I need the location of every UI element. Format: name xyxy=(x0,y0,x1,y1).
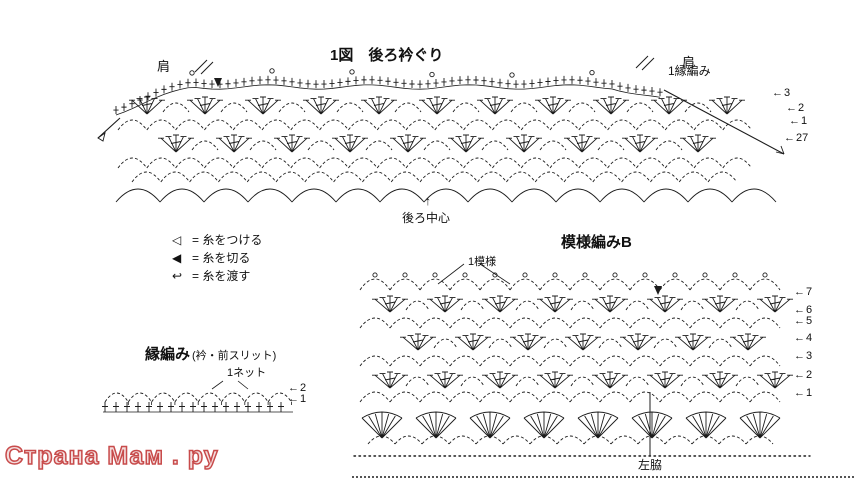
row-number-value: 1 xyxy=(801,115,808,127)
left-arrow-icon: ← xyxy=(794,332,805,344)
center-back-label: 後ろ中心 xyxy=(402,211,451,225)
row-number-value: 7 xyxy=(806,286,813,298)
edging-row-1: ←1 xyxy=(288,393,306,405)
pattern-b-chart xyxy=(353,263,811,457)
pattern-b-row-1: ←1 xyxy=(794,387,812,399)
edging-row-2: ←2 xyxy=(288,382,306,394)
pattern-b-row-3: ←3 xyxy=(794,350,812,362)
left-arrow-icon: ← xyxy=(794,286,805,298)
left-arrow-icon: ← xyxy=(772,87,783,99)
legend-item: ↩ = 糸を渡す xyxy=(172,267,262,285)
left-arrow-icon: ← xyxy=(789,115,800,127)
attach-yarn-icon: ◁ xyxy=(172,233,182,247)
figure1-row-3: ←3 xyxy=(772,87,790,99)
shoulder-right-label: 肩 xyxy=(682,55,696,70)
legend: ◁ = 糸をつける ◀ = 糸を切る ↩ = 糸を渡す xyxy=(172,231,262,285)
left-arrow-icon: ← xyxy=(794,315,805,327)
left-arrow-icon: ← xyxy=(794,304,805,316)
left-arrow-icon: ← xyxy=(786,102,797,114)
pattern-b-row-6: ←6 xyxy=(794,304,812,316)
left-arrow-icon: ← xyxy=(288,393,299,405)
legend-item: ◀ = 糸を切る xyxy=(172,249,262,267)
figure1-row-27: ←27 xyxy=(784,132,808,144)
edging-net-label: 1ネット xyxy=(227,367,267,379)
bottom-dotted-line xyxy=(352,476,854,478)
legend-label: = 糸を切る xyxy=(192,251,251,265)
row-number-value: 1 xyxy=(300,393,307,405)
edging-chart xyxy=(102,380,293,413)
edging-title: 縁編み xyxy=(145,346,191,363)
legend-label: = 糸をつける xyxy=(192,233,263,247)
pattern-b-title: 模様編みB xyxy=(561,234,632,251)
up-arrow-icon: ↑ xyxy=(425,194,431,208)
watermark: Страна Мам . ру xyxy=(4,441,219,471)
figure1-chart xyxy=(97,55,785,203)
figure1-edge-label: 1縁編み xyxy=(668,64,711,78)
figure1-row-2: ←2 xyxy=(786,102,804,114)
cut-yarn-icon: ◀ xyxy=(172,251,182,265)
row-number-value: 5 xyxy=(806,315,813,327)
figure1-row-1: ←1 xyxy=(789,115,807,127)
pattern-b-row-7: ←7 xyxy=(794,286,812,298)
row-number-value: 1 xyxy=(806,387,813,399)
row-number-value: 3 xyxy=(806,350,813,362)
figure1-title: 1図 後ろ衿ぐり xyxy=(330,47,444,64)
row-number-value: 2 xyxy=(300,382,307,394)
carry-yarn-icon: ↩ xyxy=(172,269,183,283)
left-arrow-icon: ← xyxy=(288,382,299,394)
legend-label: = 糸を渡す xyxy=(192,269,251,283)
row-number-value: 6 xyxy=(806,304,813,316)
row-number-value: 3 xyxy=(784,87,791,99)
row-number-value: 27 xyxy=(796,132,809,144)
left-arrow-icon: ← xyxy=(794,387,805,399)
row-number-value: 2 xyxy=(806,369,813,381)
row-number-value: 4 xyxy=(806,332,813,344)
pattern-b-row-4: ←4 xyxy=(794,332,812,344)
left-arrow-icon: ← xyxy=(794,350,805,362)
left-arrow-icon: ← xyxy=(794,369,805,381)
edging-title-block: 縁編み(衿・前スリット) xyxy=(145,343,276,364)
left-arrow-icon: ← xyxy=(784,132,795,144)
pattern-b-motif-label: 1模様 xyxy=(468,256,497,268)
legend-item: ◁ = 糸をつける xyxy=(172,231,262,249)
row-number-value: 2 xyxy=(798,102,805,114)
pattern-b-row-2: ←2 xyxy=(794,369,812,381)
pattern-b-row-5: ←5 xyxy=(794,315,812,327)
shoulder-left-label: 肩 xyxy=(157,59,171,74)
pattern-b-side-label: 左脇 xyxy=(638,458,663,472)
edging-subtitle: (衿・前スリット) xyxy=(192,350,277,362)
